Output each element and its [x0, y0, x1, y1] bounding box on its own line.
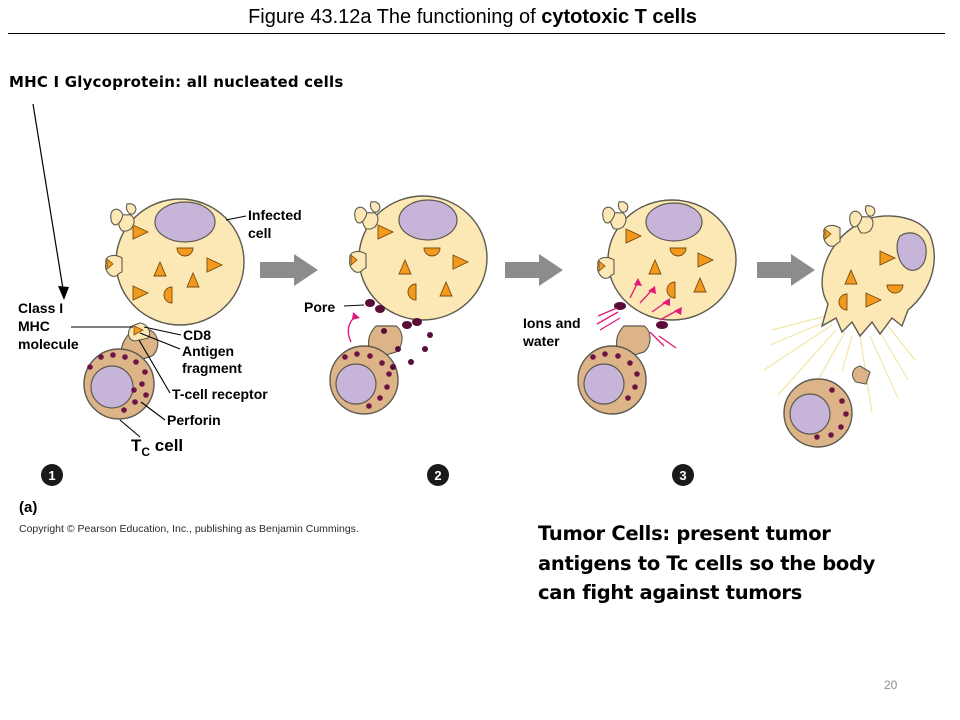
slide-title: Figure 43.12a The functioning of cytotox…: [0, 6, 945, 29]
t-cell-nucleus: [90, 365, 134, 409]
panel-4: [763, 205, 935, 448]
slide-title-emphasis: cytotoxic T cells: [541, 6, 697, 28]
label-tc-main: T: [131, 436, 142, 455]
panel-3: [577, 199, 737, 415]
label-class-mhc-line3: molecule: [18, 336, 79, 352]
panel-1: [71, 198, 247, 438]
mhc-subheading: MHC I Glycoprotein: all nucleated cells: [9, 73, 344, 91]
label-tc-cell: TC cell: [131, 436, 183, 459]
panel-letter: (a): [19, 499, 37, 516]
label-pore: Pore: [304, 299, 335, 315]
panel-2: [329, 195, 488, 415]
step-arrow-3: [757, 254, 815, 286]
label-ions-water-line1: Ions and: [523, 315, 581, 331]
step-number-1: 1: [48, 468, 55, 483]
pointer-arrowhead: [58, 286, 69, 300]
label-antigen-fragment-line2: fragment: [182, 360, 242, 376]
label-t-cell-receptor: T-cell receptor: [172, 386, 268, 402]
label-ions-water-line2: water: [522, 333, 560, 349]
page-number: 20: [884, 678, 898, 692]
tumor-cells-note: Tumor Cells: present tumor antigens to T…: [538, 522, 876, 604]
step-number-2: 2: [434, 468, 441, 483]
label-perforin: Perforin: [167, 412, 221, 428]
label-tc-rest: cell: [150, 436, 183, 455]
label-class-mhc-line2: MHC: [18, 318, 50, 334]
label-infected-cell-line2: cell: [248, 225, 271, 241]
step-number-3: 3: [679, 468, 686, 483]
step-badge-1: 1: [41, 464, 63, 486]
label-class-mhc-line1: Class I: [18, 300, 63, 316]
slide-title-text: Figure 43.12a The functioning of: [248, 6, 542, 28]
step-arrow-1: [260, 254, 318, 286]
title-rule: [8, 33, 945, 34]
pointer-line: [32, 103, 65, 296]
step-badge-3: 3: [672, 464, 694, 486]
infected-cell-nucleus: [154, 201, 216, 243]
label-tc-sub: C: [141, 445, 150, 459]
perforin-granules: [87, 352, 149, 413]
step-arrow-2: [505, 254, 563, 286]
step-badge-2: 2: [427, 464, 449, 486]
copyright-line: Copyright © Pearson Education, Inc., pub…: [19, 523, 359, 535]
label-antigen-fragment-line1: Antigen: [182, 343, 234, 359]
label-infected-cell-line1: Infected: [248, 207, 302, 223]
label-cd8: CD8: [183, 327, 211, 343]
